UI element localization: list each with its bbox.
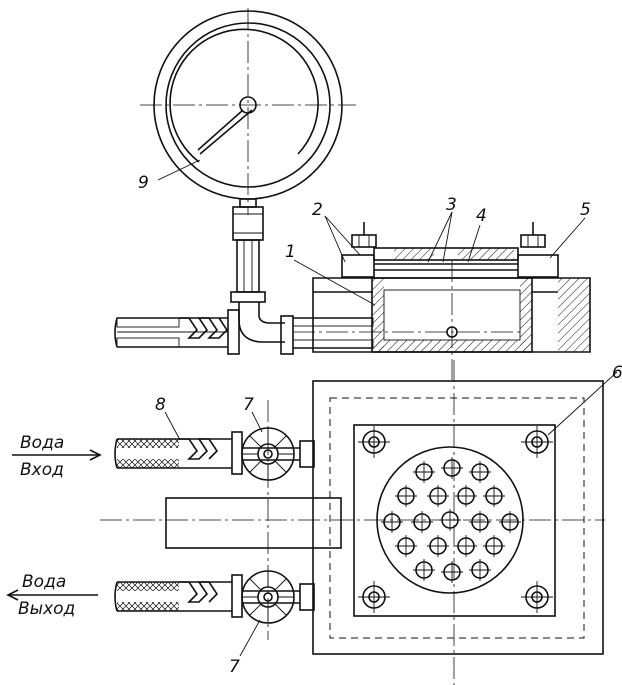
outlet-label-line2: Выход [18,599,75,619]
inlet-arrow [12,449,102,461]
flat-bar [165,497,342,549]
label-6: 6 [612,363,622,383]
outlet-label-line1: Вода [22,572,66,592]
inlet-label-line1: Вода [20,433,64,453]
label-8: 8 [155,395,166,415]
chamber-section [292,222,591,380]
outlet-hose-with-valve [114,570,315,624]
label-1: 1 [285,242,296,262]
label-4: 4 [476,206,487,226]
label-5: 5 [580,200,591,220]
label-9: 9 [138,173,149,193]
corner-bolts [358,426,553,613]
hose-section-top [114,317,229,348]
inlet-label-line2: Вход [20,460,64,480]
label-3: 3 [446,195,457,215]
leader-lines [157,159,618,657]
gauge-fitting [227,198,294,355]
outlet-arrow [6,589,98,601]
pressure-gauge [140,8,356,215]
label-7-bottom: 7 [229,657,240,677]
plan-view [100,360,605,685]
perforation-holes [381,457,521,583]
label-2: 2 [312,200,323,220]
label-7-top: 7 [243,395,254,415]
inlet-hose-with-valve [114,427,315,481]
